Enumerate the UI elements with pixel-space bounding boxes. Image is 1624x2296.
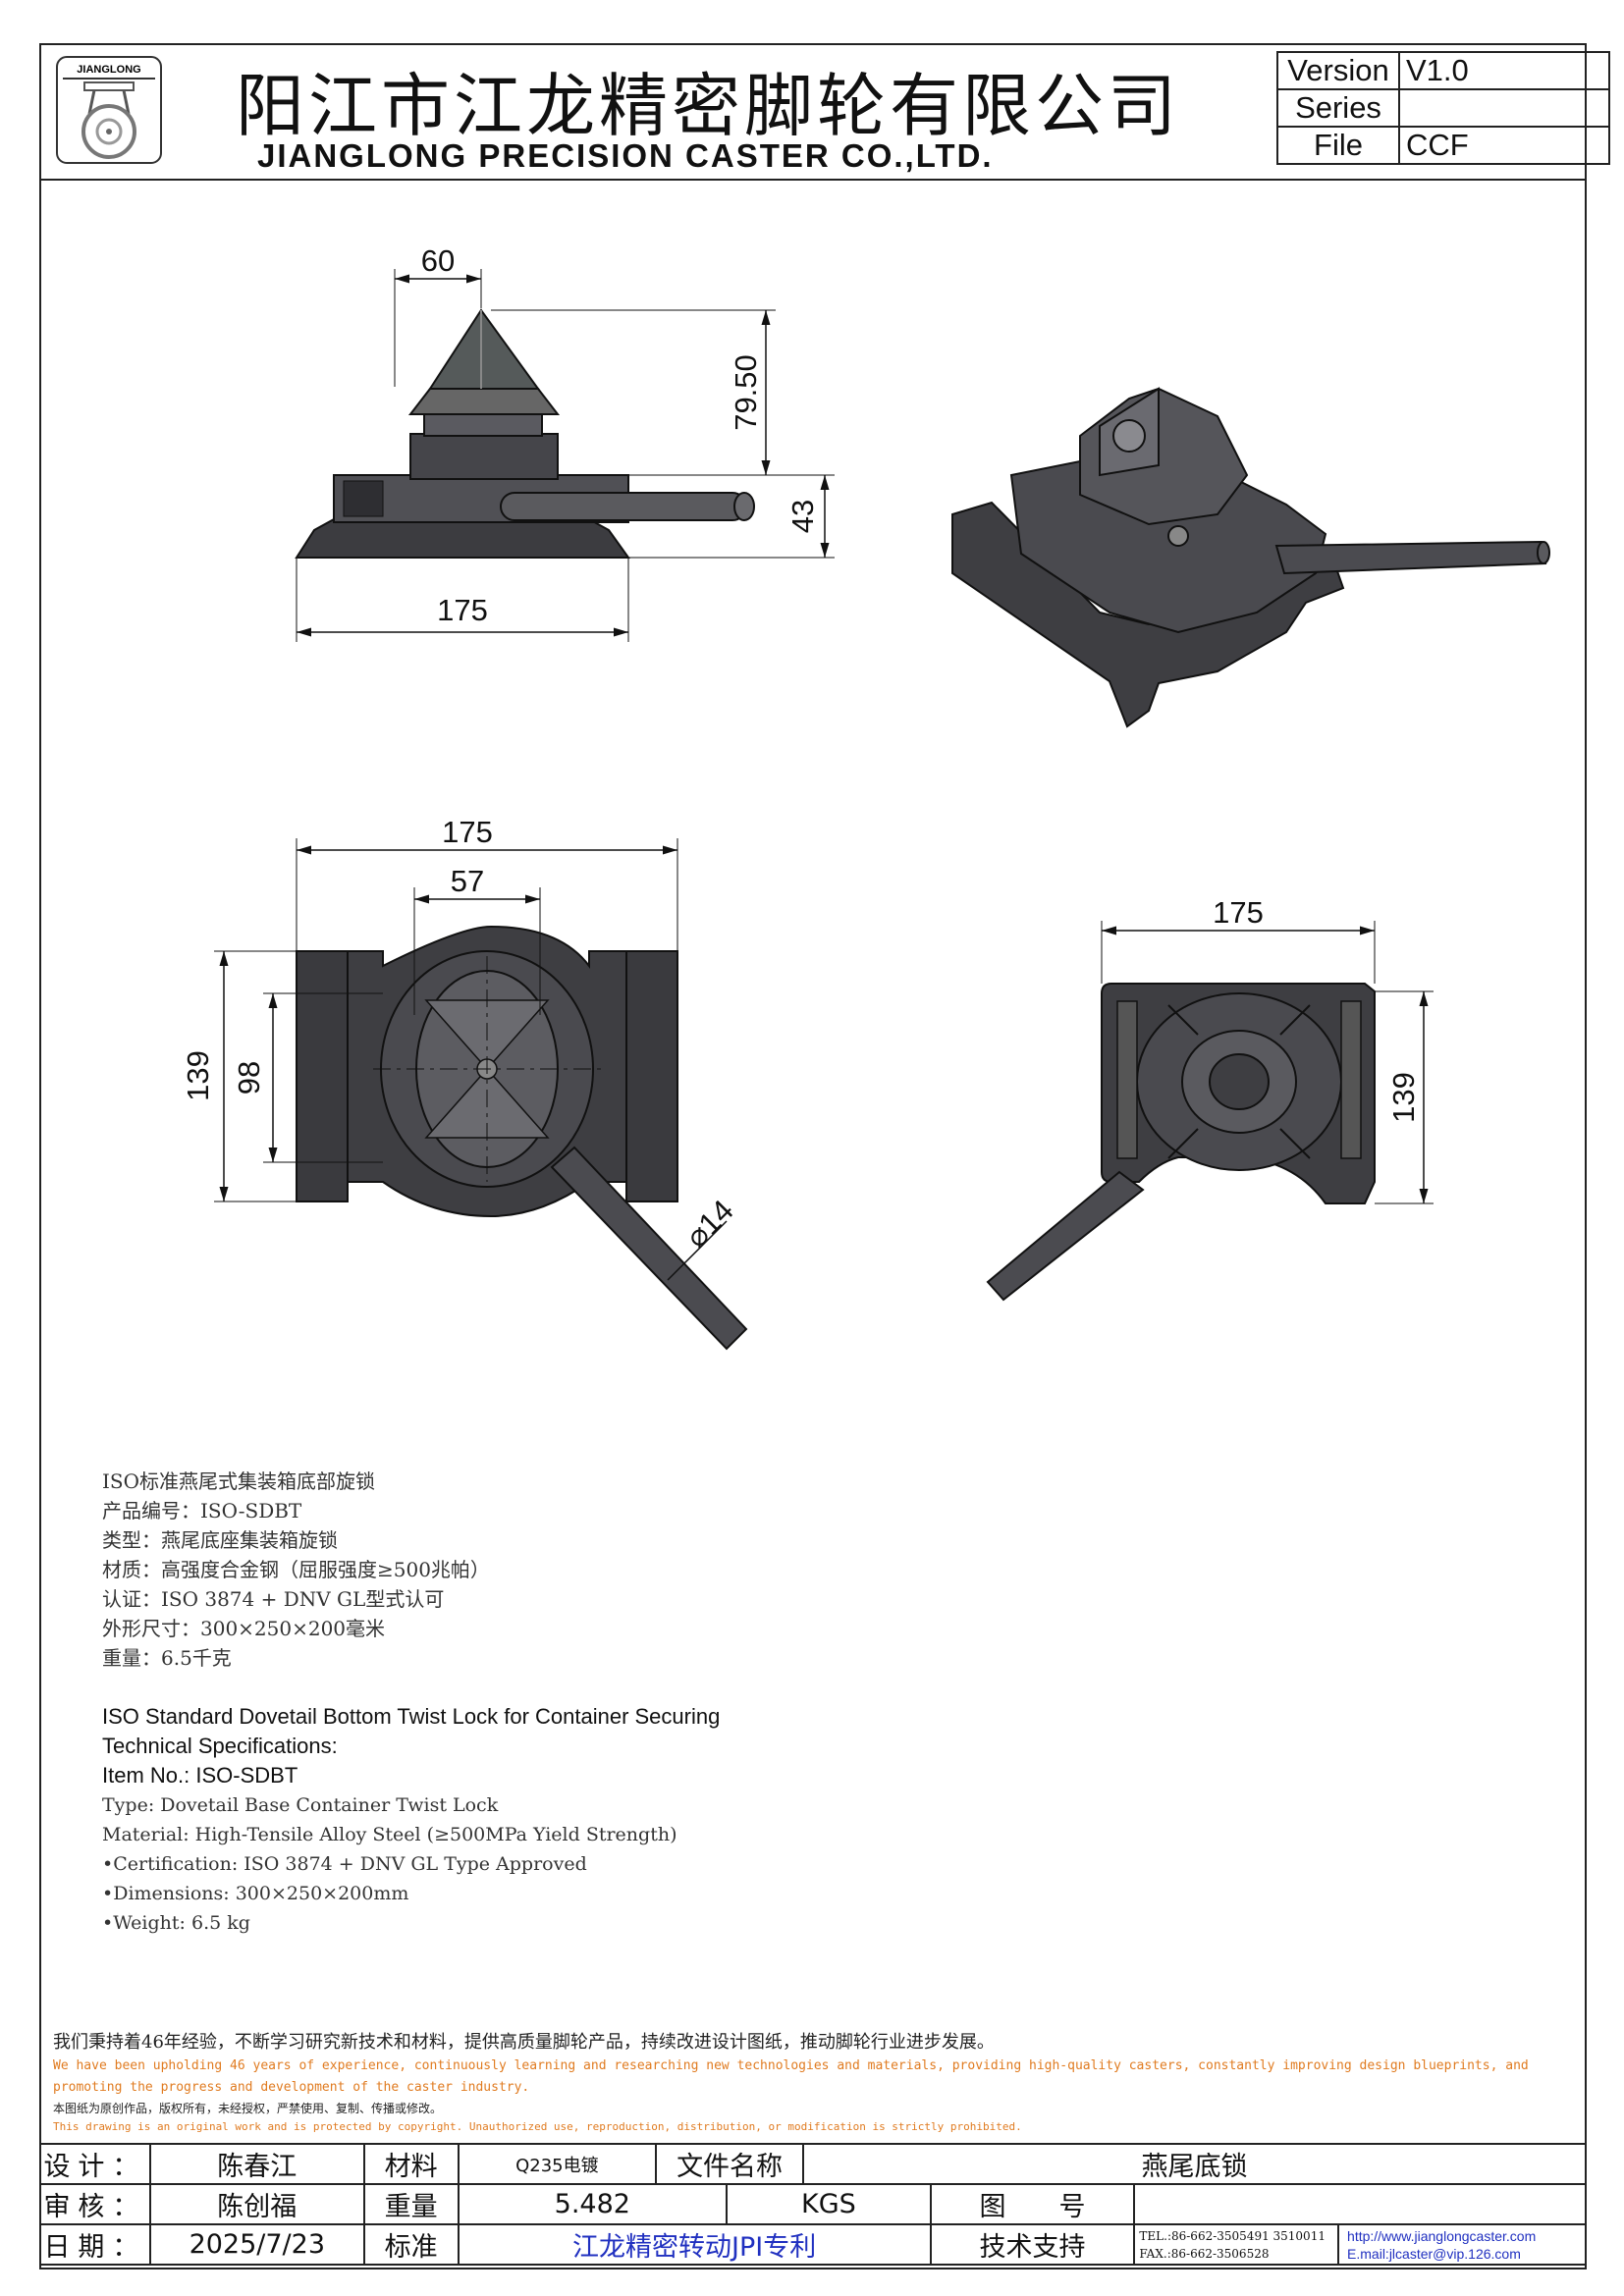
spec-cn-line: 材质：高强度合金钢（屈服强度≥500兆帕）	[102, 1558, 490, 1581]
spec-en-line: Type: Dovetail Base Container Twist Lock	[102, 1794, 499, 1816]
design-value: 陈春江	[148, 2143, 365, 2185]
note-cn: 我们秉持着46年经验，不断学习研究新技术和材料，提供高质量脚轮产品，持续改进设计…	[53, 2032, 995, 2053]
email-link[interactable]: E.mail:jlcaster@vip.126.com	[1347, 2245, 1521, 2262]
company-name-cn: 阳江市江龙精密脚轮有限公司	[236, 66, 1180, 146]
review-value: 陈创福	[148, 2183, 365, 2225]
dim-175-top: 175	[442, 815, 493, 849]
dim-98: 98	[232, 1061, 266, 1095]
company-name-en: JIANGLONG PRECISION CASTER CO.,LTD.	[257, 137, 994, 174]
dim-43: 43	[785, 500, 820, 533]
dim-139-bottom: 139	[1386, 1072, 1421, 1123]
standard-value: 江龙精密转动JPI专利	[457, 2223, 932, 2266]
spec-en-line: •Certification: ISO 3874 + DNV GL Type A…	[102, 1853, 587, 1875]
spec-cn-line: 类型：燕尾底座集装箱旋锁	[102, 1528, 338, 1552]
dim-57: 57	[451, 864, 484, 898]
technical-drawing: 60 79.50 43 175	[181, 243, 1550, 1351]
spec-en-line: •Weight: 6.5 kg	[102, 1912, 250, 1934]
spec-en-subtitle: Technical Specifications:	[102, 1734, 338, 1758]
spec-en-item: Item No.: ISO-SDBT	[102, 1763, 298, 1788]
fax-text: FAX.:86-662-3506528	[1139, 2246, 1270, 2261]
date-value: 2025/7/23	[148, 2223, 365, 2266]
dim-175-side: 175	[437, 593, 488, 627]
meta-key-file: File	[1276, 126, 1400, 165]
drawing-no-label: 图 号	[929, 2183, 1136, 2225]
note-en: We have been upholding 46 years of exper…	[53, 2058, 1529, 2095]
footer-notes: 我们秉持着46年经验，不断学习研究新技术和材料，提供高质量脚轮产品，持续改进设计…	[53, 2030, 1585, 2136]
dim-175-bottom: 175	[1213, 895, 1264, 930]
spec-chinese: ISO标准燕尾式集装箱底部旋锁 产品编号：ISO-SDBT 类型：燕尾底座集装箱…	[102, 1467, 490, 1673]
weight-unit: KGS	[726, 2183, 932, 2225]
spec-english: ISO Standard Dovetail Bottom Twist Lock …	[102, 1702, 720, 1938]
spec-cn-line: 重量：6.5千克	[102, 1646, 232, 1670]
copyright-cn: 本图纸为原创作品，版权所有，未经授权，严禁使用、复制、传播或修改。	[53, 2102, 443, 2115]
drawing-no-value	[1133, 2183, 1587, 2225]
weight-label: 重量	[362, 2183, 460, 2225]
tel-text: TEL.:86-662-3505491 3510011	[1139, 2228, 1326, 2243]
spec-en-line: Material: High-Tensile Alloy Steel (≥500…	[102, 1824, 677, 1845]
material-value: Q235电镀	[457, 2143, 658, 2185]
date-label: 日期：	[39, 2223, 151, 2266]
svg-text:JIANGLONG: JIANGLONG	[77, 64, 140, 76]
title-block: 设计： 陈春江 材料 Q235电镀 文件名称 燕尾底锁 审核： 陈创福 重量 5…	[39, 2143, 1588, 2266]
filename-label: 文件名称	[655, 2143, 804, 2185]
meta-key-series: Series	[1276, 88, 1400, 128]
dim-139-top: 139	[181, 1050, 215, 1101]
copyright-en: This drawing is an original work and is …	[53, 2120, 1022, 2133]
dim-dia-14: ⌀14	[678, 1193, 739, 1254]
side-view: 60 79.50 43 175	[295, 243, 835, 642]
spec-cn-line: 外形尺寸：300×250×200毫米	[102, 1617, 386, 1640]
spec-en-line: •Dimensions: 300×250×200mm	[102, 1883, 409, 1904]
dim-60: 60	[421, 243, 455, 278]
dim-79-50: 79.50	[729, 354, 763, 431]
material-label: 材料	[362, 2143, 460, 2185]
spec-cn-line: ISO标准燕尾式集装箱底部旋锁	[102, 1469, 375, 1493]
spec-cn-line: 产品编号：ISO-SDBT	[102, 1499, 302, 1522]
drawing-frame	[39, 43, 1587, 2269]
support-label: 技术支持	[929, 2223, 1136, 2266]
isometric-view	[951, 387, 1550, 728]
meta-value-series	[1398, 88, 1610, 128]
meta-key-version: Version	[1276, 51, 1400, 90]
top-view: 175 57 139 98 ⌀14	[181, 815, 748, 1351]
review-label: 审核：	[39, 2183, 151, 2225]
company-logo: JIANGLONG	[56, 56, 162, 164]
weight-value: 5.482	[457, 2183, 729, 2225]
filename-value: 燕尾底锁	[801, 2143, 1588, 2185]
contact-phone: TEL.:86-662-3505491 3510011 FAX.:86-662-…	[1133, 2223, 1340, 2266]
meta-value-version: V1.0	[1398, 51, 1610, 90]
spec-en-title: ISO Standard Dovetail Bottom Twist Lock …	[102, 1704, 721, 1729]
bottom-view: 175 139	[986, 895, 1434, 1302]
spec-cn-line: 认证：ISO 3874 + DNV GL型式认可	[102, 1587, 445, 1611]
design-label: 设计：	[39, 2143, 151, 2185]
website-link[interactable]: http://www.jianglongcaster.com	[1347, 2227, 1537, 2244]
header: JIANGLONG 阳江市江龙精密脚轮有限公司 JIANGLONG PRECIS…	[39, 43, 1610, 181]
meta-value-file: CCF	[1398, 126, 1610, 165]
standard-label: 标准	[362, 2223, 460, 2266]
contact-web: http://www.jianglongcaster.com E.mail:jl…	[1337, 2223, 1587, 2266]
